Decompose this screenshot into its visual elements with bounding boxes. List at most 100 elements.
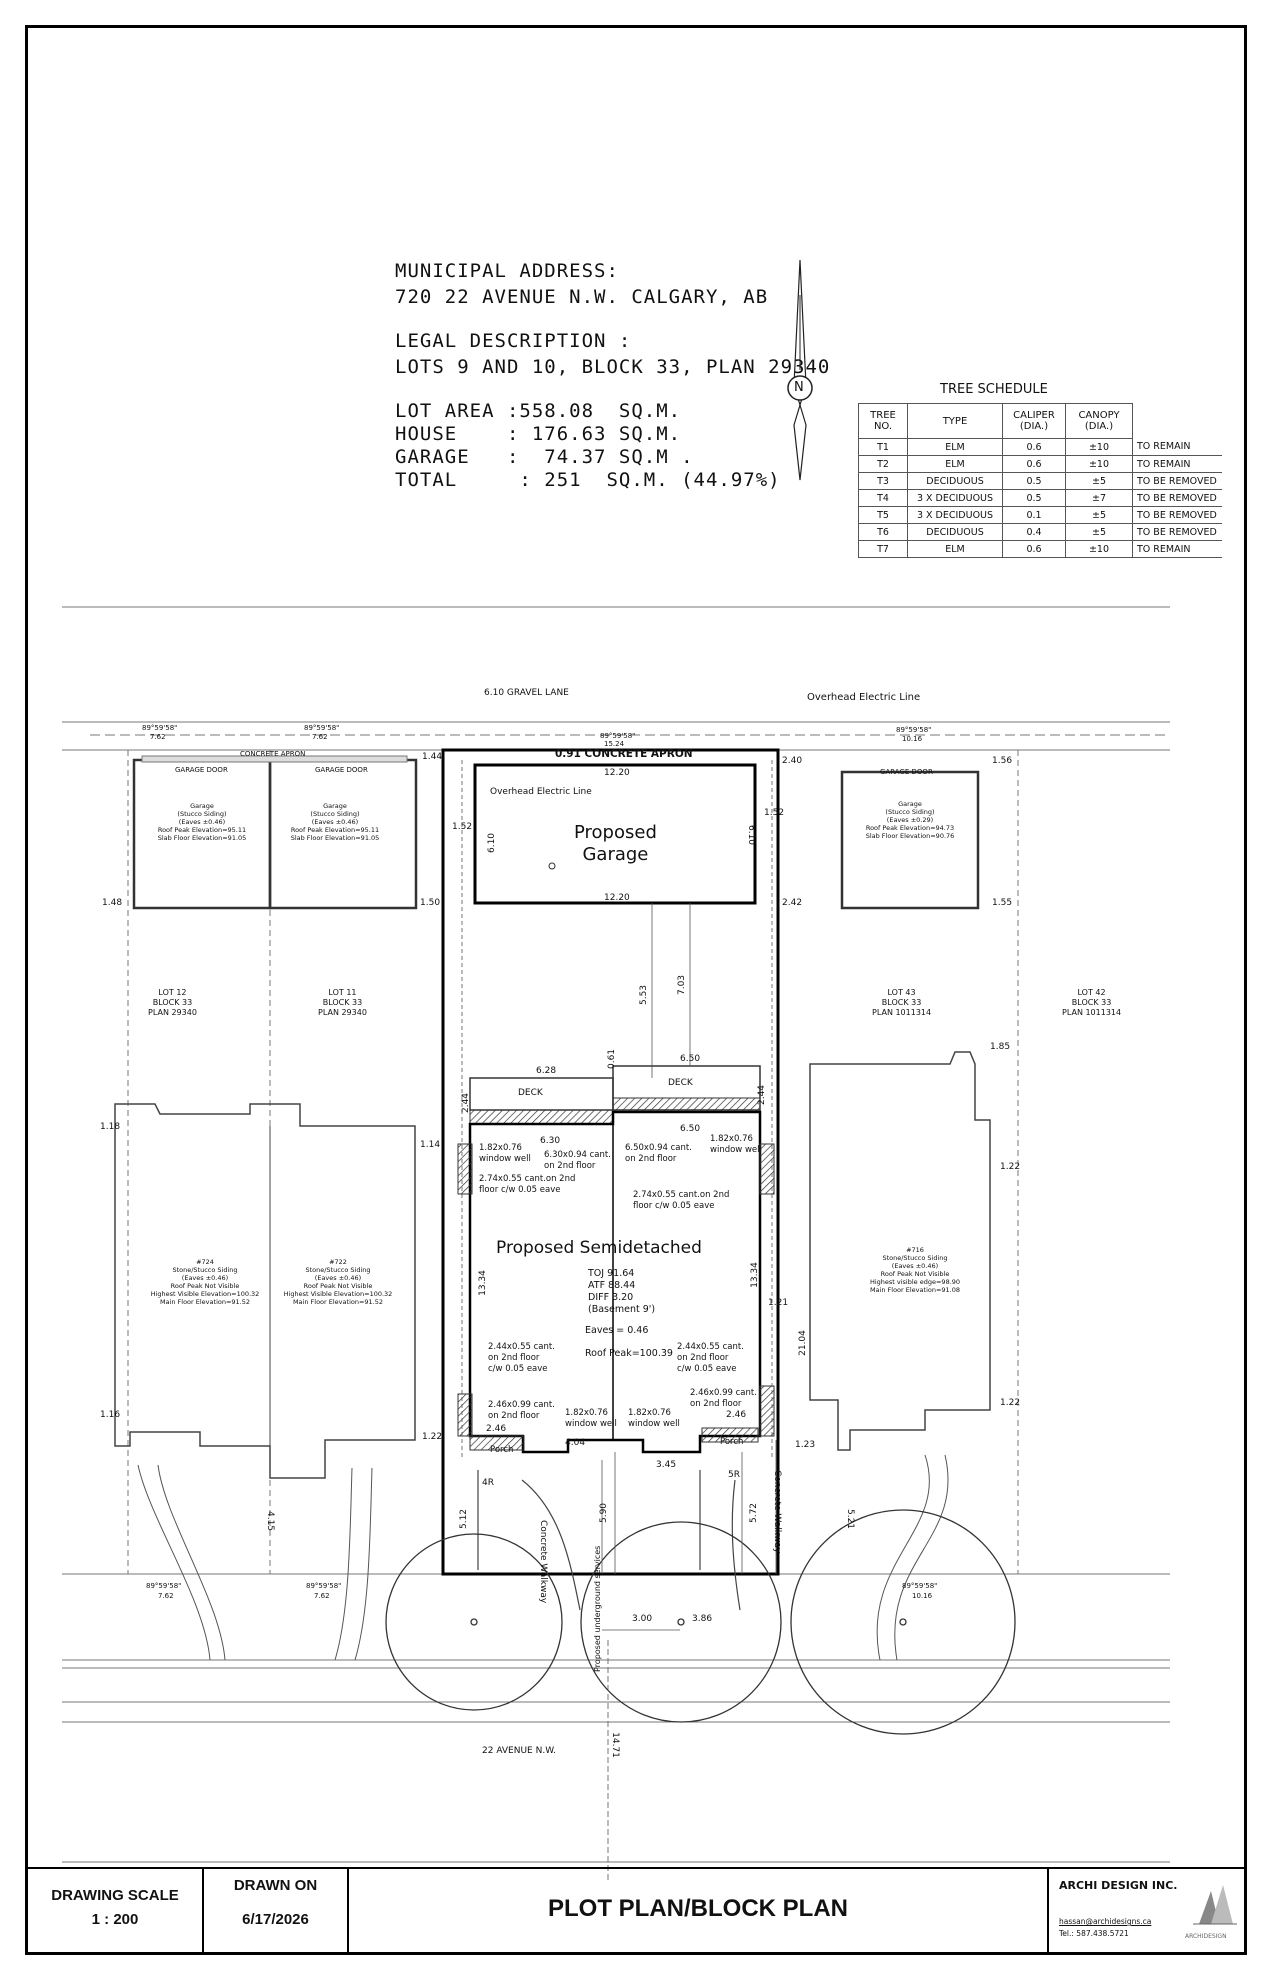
cantilever-hatch-right xyxy=(612,1097,761,1113)
north-label: N xyxy=(794,380,804,395)
th-canopy: CANOPY (DIA.) xyxy=(1065,403,1133,439)
concrete-apron-label: 0.91 CONCRETE APRON xyxy=(555,748,693,760)
porch-left-label: Porch xyxy=(490,1445,514,1455)
overhead-line-label: Overhead Electric Line xyxy=(807,692,921,703)
th-type: TYPE xyxy=(907,403,1003,439)
overhead-line-label-2: Overhead Electric Line xyxy=(490,787,592,797)
proposed-semidetached-label: Proposed Semidetached xyxy=(496,1238,702,1258)
cant-hatch-r2 xyxy=(759,1385,775,1437)
deck-left-label: DECK xyxy=(518,1088,543,1098)
drawing-sheet xyxy=(25,25,1247,1955)
porch-hatch-right xyxy=(701,1427,759,1443)
scale-value: 1 : 200 xyxy=(91,1911,139,1928)
garage-lot11-label: Garage(Stucco Siding)(Eaves ±0.46)Roof P… xyxy=(290,802,380,842)
north-arrow-icon xyxy=(787,259,813,481)
total-area: TOTAL : 251 SQ.M. (44.97%) xyxy=(395,469,781,491)
company-email: hassan@archidesigns.ca xyxy=(1059,1917,1152,1926)
proposed-garage-label: Proposed Garage xyxy=(574,822,657,865)
cant-top-right: 6.50x0.94 cant.on 2nd floor xyxy=(625,1143,692,1164)
cant-top-left: 6.30x0.94 cant.on 2nd floor xyxy=(544,1150,611,1171)
neighbour-garage-lot43 xyxy=(840,770,980,910)
cant-hatch-l2 xyxy=(457,1393,473,1437)
proposed-garage xyxy=(473,763,757,905)
cant-porch-left: 2.46x0.99 cant.on 2nd floor xyxy=(488,1400,555,1421)
cant-porch-right: 2.46x0.99 cant.on 2nd floor xyxy=(690,1388,757,1409)
company-logo-icon xyxy=(1193,1885,1237,1925)
company-name: ARCHI DESIGN INC. xyxy=(1059,1879,1178,1892)
house-716 xyxy=(809,1051,991,1451)
garage-lot12-label: Garage(Stucco Siding)(Eaves ±0.46)Roof P… xyxy=(157,802,247,842)
concrete-apron-left: CONCRETE APRON xyxy=(240,750,306,758)
underground-services-label: Proposed underground services xyxy=(593,1545,602,1672)
garage-door-1: GARAGE DOOR xyxy=(175,766,228,774)
eaves-label: Eaves = 0.46 xyxy=(585,1325,649,1336)
th-caliper: CALIPER (DIA.) xyxy=(1002,403,1066,439)
walkway-left-label: Concrete Walkway xyxy=(538,1520,548,1604)
gravel-lane-label: 6.10 GRAVEL LANE xyxy=(484,688,569,698)
lot-area: LOT AREA :558.08 SQ.M. xyxy=(395,400,682,422)
logo-text: ARCHIDESIGN xyxy=(1185,1933,1227,1940)
garage-apron-left xyxy=(141,755,408,763)
company-cell: ARCHI DESIGN INC. hassan@archidesigns.ca… xyxy=(1049,1869,1244,1954)
garage-door-3: GARAGE DOOR xyxy=(880,768,933,776)
drawn-cell: DRAWN ON 6/17/2026 xyxy=(204,1869,349,1954)
tree-canopies xyxy=(385,1509,1016,1735)
legal-description: LOTS 9 AND 10, BLOCK 33, PLAN 29340 xyxy=(395,356,831,378)
th-tree-no: TREE NO. xyxy=(858,403,908,439)
avenue-label: 22 AVENUE N.W. xyxy=(482,1746,556,1756)
cant-hatch-r1 xyxy=(759,1143,775,1195)
title-cell: PLOT PLAN/BLOCK PLAN xyxy=(349,1869,1049,1954)
house-724-722 xyxy=(114,1103,416,1479)
roof-peak-label: Roof Peak=100.39 xyxy=(585,1348,673,1359)
dimension-lines xyxy=(461,760,777,1880)
tree-schedule-title: TREE SCHEDULE xyxy=(940,382,1048,397)
municipal-address: 720 22 AVENUE N.W. CALGARY, AB xyxy=(395,286,769,308)
drawn-value: 6/17/2026 xyxy=(242,1911,309,1928)
scale-label: DRAWING SCALE xyxy=(51,1887,179,1904)
property-lines xyxy=(62,606,1170,1863)
walkways xyxy=(477,1470,741,1611)
elevation-info: TOJ 91.64 ATF 88.44 DIFF 3.20 (Basement … xyxy=(588,1268,656,1315)
title-block: DRAWING SCALE 1 : 200 DRAWN ON 6/17/2026… xyxy=(28,1867,1244,1954)
scale-cell: DRAWING SCALE 1 : 200 xyxy=(28,1869,204,1954)
drawn-label: DRAWN ON xyxy=(233,1877,318,1894)
walkway-right-label: Concrete Walkway xyxy=(772,1470,782,1554)
porch-hatch-left xyxy=(469,1435,525,1451)
porch-right-label: Porch xyxy=(720,1437,744,1447)
subject-lot-boundary xyxy=(441,748,780,1576)
garage-lot43-label: Garage(Stucco Siding)(Eaves ±0.29)Roof P… xyxy=(865,800,955,840)
cantilever-hatch-left xyxy=(469,1109,614,1125)
deck-right-label: DECK xyxy=(668,1078,693,1088)
municipal-label: MUNICIPAL ADDRESS: xyxy=(395,260,619,282)
drawing-title: PLOT PLAN/BLOCK PLAN xyxy=(548,1895,848,1922)
garage-door-2: GARAGE DOOR xyxy=(315,766,368,774)
legal-label: LEGAL DESCRIPTION : xyxy=(395,330,632,352)
cant-hatch-l1 xyxy=(457,1143,473,1195)
tree-schedule-table: TREE NO. TYPE CALIPER (DIA.) CANOPY (DIA… xyxy=(858,403,1222,558)
curved-walkways xyxy=(137,1454,949,1661)
house-area: HOUSE : 176.63 SQ.M. xyxy=(395,423,682,445)
company-tel: Tel.: 587.438.5721 xyxy=(1059,1929,1129,1938)
